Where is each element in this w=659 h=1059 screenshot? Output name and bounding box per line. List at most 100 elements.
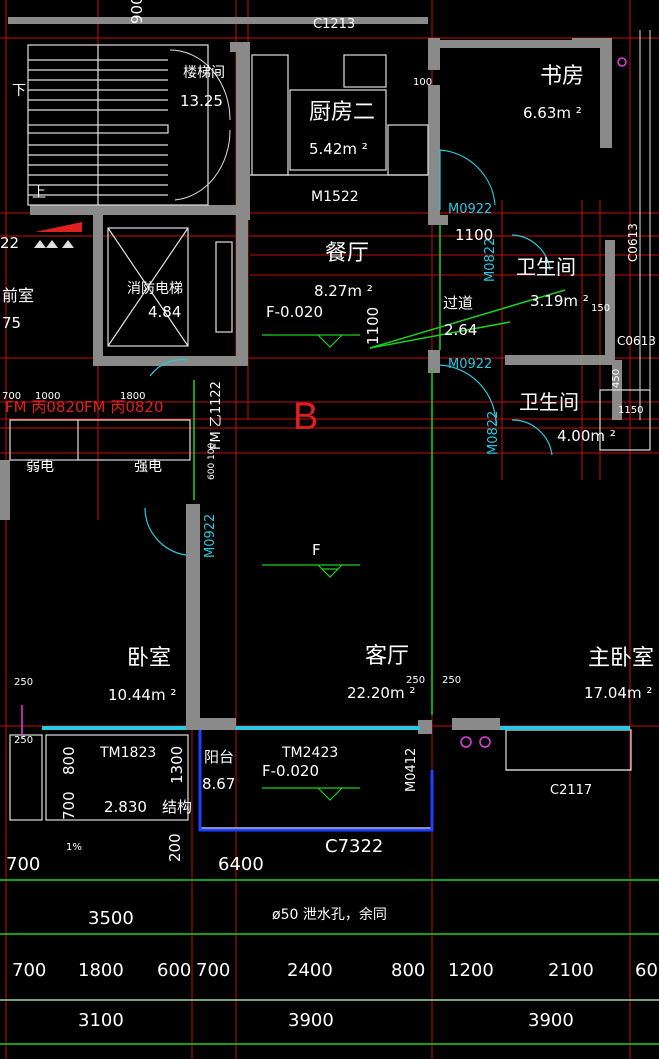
tag-m0412: M0412: [404, 747, 419, 792]
dim-row3-0: 700: [12, 960, 47, 981]
tag-up: 上: [32, 185, 46, 201]
room-study-area: 6.63m ²: [523, 104, 582, 122]
room-living-area: 22.20m ²: [347, 684, 416, 702]
dim-800-v: 800: [60, 746, 78, 775]
room-balcony-area: 8.67: [202, 775, 236, 793]
tag-level-1: F-0.020: [266, 303, 323, 321]
dim-2830: 2.830: [104, 798, 147, 816]
room-front-name: 前室: [2, 286, 35, 305]
room-weak-elec: 弱电: [26, 459, 54, 475]
room-kitchen-name: 厨房二: [309, 100, 376, 125]
room-study-name: 书房: [540, 64, 585, 89]
room-living-name: 客厅: [365, 644, 410, 669]
room-corridor-name: 过道: [443, 294, 474, 312]
dim-700-top: 700: [2, 391, 22, 402]
tag-m0922-c: M0922: [203, 513, 218, 558]
room-stair-name: 楼梯间: [183, 65, 225, 81]
dim-row3-7: 2100: [548, 960, 594, 981]
room-elevator-name: 消防电梯: [127, 281, 183, 297]
room-master-area: 17.04m ²: [584, 684, 653, 702]
tag-c2117: C2117: [550, 783, 593, 798]
room-stair-area: 13.25: [180, 92, 223, 110]
tag-m0822-a: M0822: [483, 237, 498, 282]
dim-1100-h: 1100: [455, 226, 494, 244]
tag-tm2423: TM2423: [282, 745, 339, 761]
room-front-area: 75: [2, 314, 22, 332]
dim-row3-8: 60: [635, 960, 658, 981]
room-bath1-name: 卫生间: [516, 255, 576, 279]
dim-700-v: 700: [60, 791, 78, 820]
dim-1150: 1150: [618, 405, 644, 416]
tag-drain-note: ø50 泄水孔，余同: [272, 907, 387, 923]
dim-1800-top: 1800: [120, 391, 146, 402]
dim-row3-2: 600: [157, 960, 192, 981]
dim-250-a: 250: [14, 677, 34, 688]
balcony-edge: [198, 730, 434, 832]
dim-1100-v: 1100: [364, 306, 382, 345]
dim-row1-6400: 6400: [218, 854, 264, 875]
tag-section-b: B: [293, 396, 319, 438]
stair-markers: [34, 222, 82, 248]
room-bath2-name: 卫生间: [519, 390, 579, 414]
room-strong-elec: 强电: [134, 459, 162, 475]
dim-row4-0: 3100: [78, 1010, 124, 1031]
fixtures: [21, 57, 627, 748]
dim-row3-4: 2400: [287, 960, 333, 981]
tag-fm-z1122: FM 乙1122: [209, 381, 224, 450]
tag-fm1: FM 丙0820: [5, 398, 85, 416]
dim-250-b: 250: [14, 735, 34, 746]
room-bedroom-area: 10.44m ²: [108, 686, 177, 704]
room-bath1-area: 3.19m ²: [530, 292, 589, 310]
room-master-name: 主卧室: [588, 646, 655, 671]
tag-c0613b: C0613: [617, 334, 656, 348]
dim-row1-700: 700: [6, 854, 41, 875]
dim-22: 22: [0, 234, 20, 252]
tag-c1213: C1213: [313, 17, 356, 32]
dim-150: 150: [591, 303, 611, 314]
tag-c0613a: C0613: [626, 223, 640, 262]
interior-lines: [9, 44, 651, 829]
right-dimension-lines: [639, 30, 651, 420]
tag-structure: 结构: [162, 798, 193, 816]
room-dining-area: 8.27m ²: [314, 282, 373, 300]
tag-down: 下: [12, 83, 26, 99]
tag-fm2: FM 丙0820: [84, 398, 164, 416]
stair-arcs: [169, 49, 231, 201]
dim-200: 200: [166, 833, 184, 862]
dim-600-100: 600 100: [207, 442, 217, 480]
tag-level-3: F: [312, 541, 321, 559]
dim-1000: 1000: [35, 391, 61, 402]
tag-m0922-a: M0922: [448, 202, 493, 217]
dim-row3-5: 800: [391, 960, 426, 981]
dim-row4-1: 3900: [288, 1010, 334, 1031]
level-markers: [262, 334, 360, 801]
dim-row3-6: 1200: [448, 960, 494, 981]
room-corridor-area: 2.64: [444, 321, 478, 339]
dim-250-d: 250: [442, 675, 462, 686]
room-bedroom-name: 卧室: [127, 646, 172, 671]
dim-1300: 1300: [168, 745, 186, 784]
room-balcony-name: 阳台: [204, 748, 235, 766]
window-sill: [42, 726, 630, 730]
room-elevator-area: 4.84: [148, 303, 182, 321]
dim-450: 450: [611, 368, 622, 388]
tag-m1522: M1522: [311, 189, 359, 205]
dim-row3-1: 1800: [78, 960, 124, 981]
door-swings: [144, 149, 553, 556]
dim-row3-3: 700: [196, 960, 231, 981]
room-dining-name: 餐厅: [325, 241, 370, 266]
dim-1pct: 1%: [66, 842, 82, 853]
room-kitchen-area: 5.42m ²: [309, 140, 368, 158]
dim-100: 100: [413, 77, 433, 88]
dim-row4-2: 3900: [528, 1010, 574, 1031]
room-bath2-area: 4.00m ²: [557, 427, 616, 445]
tag-level-2: F-0.020: [262, 762, 319, 780]
tag-m0822-b: M0822: [486, 410, 501, 455]
dim-900: 900: [128, 0, 146, 24]
dim-row2-3500: 3500: [88, 908, 134, 929]
tag-c7322: C7322: [325, 836, 384, 857]
tag-tm1823: TM1823: [100, 745, 157, 761]
tag-m0922-b: M0922: [448, 357, 493, 372]
dim-250-c: 250: [406, 675, 426, 686]
